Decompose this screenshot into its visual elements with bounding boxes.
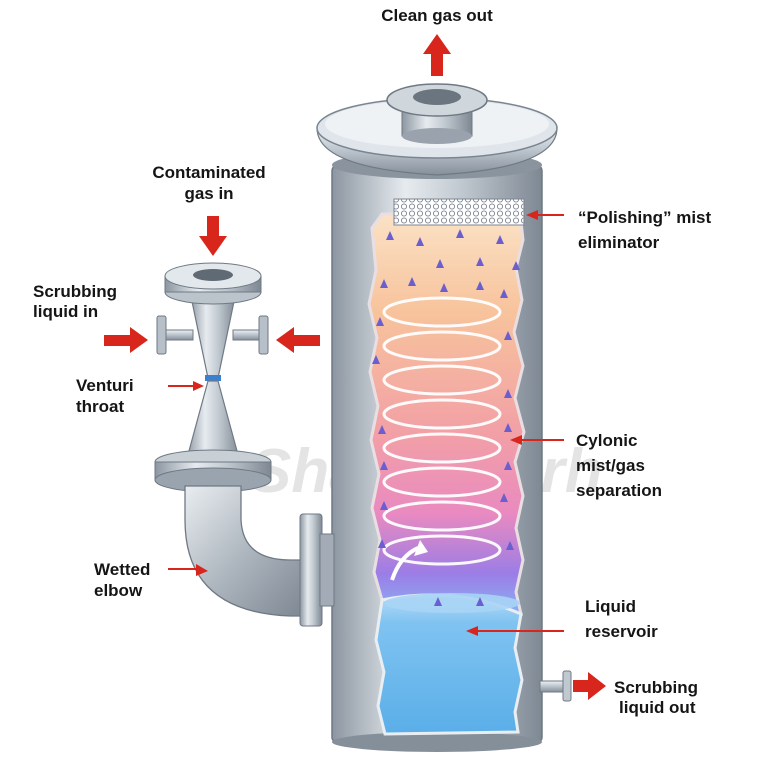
label-mist-eliminator-1: “Polishing” mist [578, 208, 712, 227]
scrubber-vessel [316, 83, 572, 752]
label-scrubbing-liquid-out-1: Scrubbing [614, 678, 698, 697]
label-contaminated-gas-in-2: gas in [184, 184, 233, 203]
flow-arrows [104, 34, 606, 700]
liquid-in-right-arrow [276, 327, 320, 353]
label-clean-gas-out: Clean gas out [381, 6, 493, 25]
cyclonic-spiral [382, 296, 502, 566]
label-liquid-reservoir-2: reservoir [585, 622, 658, 641]
right-liquid-inlet [258, 315, 269, 355]
label-scrubbing-liquid-in-2: liquid in [33, 302, 98, 321]
contaminated-gas-in-arrow [199, 216, 227, 256]
label-wetted-elbow-1: Wetted [94, 560, 150, 579]
label-contaminated-gas-in-1: Contaminated [152, 163, 265, 182]
pointer-lines [168, 210, 564, 636]
label-cyclonic-1: Cylonic [576, 431, 637, 450]
mist-eliminator-mesh [393, 198, 525, 226]
vessel-cutaway-interior [367, 210, 526, 616]
swirl-inlet-arrow [390, 546, 419, 581]
label-cyclonic-2: mist/gas [576, 456, 645, 475]
liquid-outlet-nozzle [539, 680, 567, 693]
label-mist-eliminator-2: eliminator [578, 233, 660, 252]
label-scrubbing-liquid-out-2: liquid out [619, 698, 696, 717]
left-liquid-inlet [156, 315, 167, 355]
liquid-reservoir [374, 593, 524, 736]
venturi-throat [205, 375, 221, 381]
liquid-in-left-arrow [104, 327, 148, 353]
liquid-out-arrow [573, 672, 606, 700]
label-cyclonic-3: separation [576, 481, 662, 500]
label-wetted-elbow-2: elbow [94, 581, 143, 600]
label-scrubbing-liquid-in-1: Scrubbing [33, 282, 117, 301]
venturi [154, 262, 272, 493]
label-venturi-throat-2: throat [76, 397, 125, 416]
clean-gas-out-arrow [423, 34, 451, 76]
label-venturi-throat-1: Venturi [76, 376, 134, 395]
wetted-elbow [184, 485, 335, 627]
droplets [372, 229, 520, 606]
label-liquid-reservoir-1: Liquid [585, 597, 636, 616]
